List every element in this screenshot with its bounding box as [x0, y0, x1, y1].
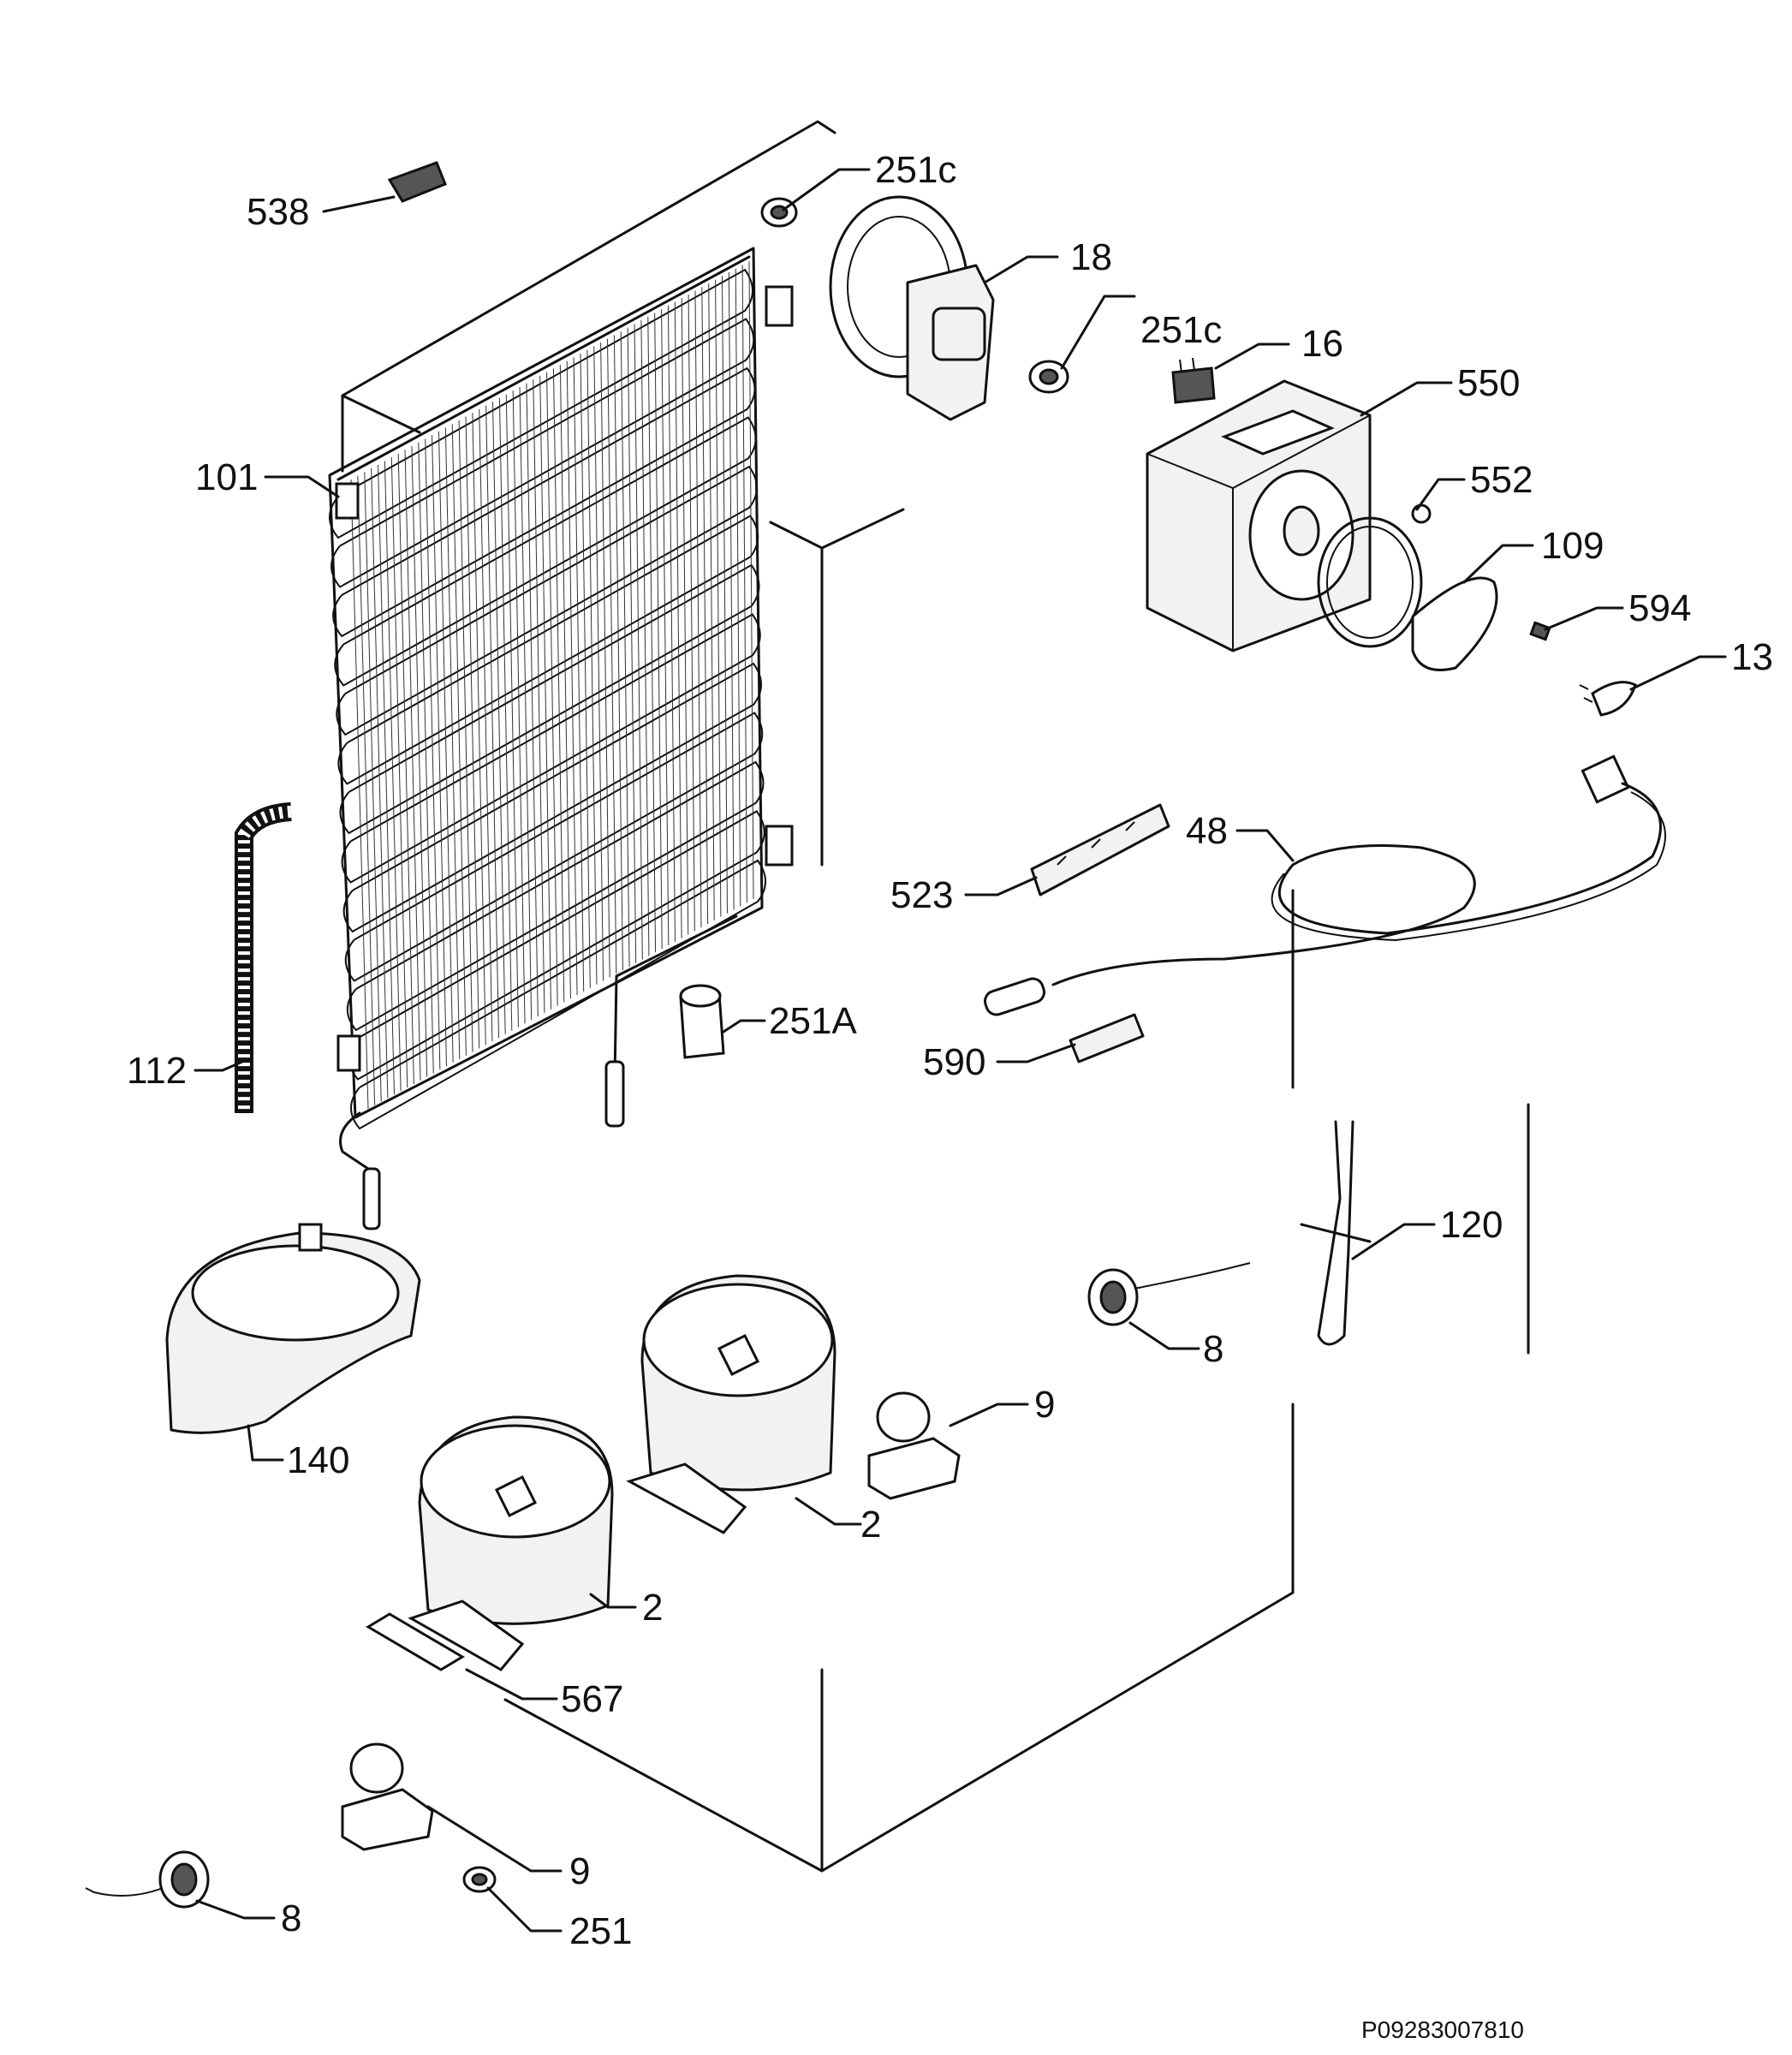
label-590: 590: [923, 1041, 985, 1083]
label-9-left: 9: [569, 1850, 590, 1892]
label-13: 13: [1731, 636, 1773, 678]
label-251A: 251A: [769, 1000, 857, 1042]
sensor-cable-48: [984, 754, 1666, 1016]
label-251c-top: 251c: [875, 149, 956, 191]
label-251: 251: [569, 1910, 632, 1952]
label-2-left: 2: [642, 1587, 663, 1629]
compressor-2-right: [626, 1274, 836, 1534]
part-labels: 538 251c 18 251c 16 550 101 552 109 594 …: [127, 149, 1773, 1952]
bush-251A: [679, 984, 725, 1059]
lamp-housing-550: [1146, 379, 1372, 652]
label-538: 538: [247, 191, 309, 233]
condenser-coil: [328, 247, 794, 1230]
bracket-9-right: [867, 1391, 961, 1500]
label-552: 552: [1470, 459, 1533, 501]
switch-16: [1171, 357, 1216, 404]
leader-lines: [193, 168, 1727, 1933]
fan-motor-18: [829, 195, 995, 421]
compressor-2-left: [408, 1415, 614, 1671]
label-101: 101: [195, 456, 258, 498]
lamp-13: [1579, 681, 1637, 717]
label-18: 18: [1070, 236, 1112, 278]
mounting-plate-567: [366, 1612, 465, 1671]
thermostat-8-left: [85, 1850, 210, 1909]
lamp-cover-109: [1411, 576, 1498, 671]
label-594: 594: [1628, 587, 1691, 629]
label-9-right: 9: [1034, 1384, 1055, 1426]
label-567: 567: [561, 1678, 623, 1720]
clip-538: [387, 161, 447, 203]
label-550: 550: [1457, 362, 1520, 404]
grommet-251c-mid: [1028, 360, 1069, 394]
label-2-right: 2: [860, 1504, 881, 1546]
label-16: 16: [1301, 323, 1343, 365]
label-8-left: 8: [281, 1897, 301, 1939]
drip-tray-140: [165, 1223, 421, 1434]
label-112: 112: [127, 1050, 187, 1092]
drain-hose-112: [235, 802, 292, 1113]
heater-120: [1300, 1120, 1372, 1346]
spacer-594: [1529, 621, 1551, 641]
label-plate-590: [1069, 1013, 1145, 1063]
label-8-right: 8: [1203, 1328, 1223, 1370]
label-48: 48: [1186, 810, 1228, 852]
label-251c-mid: 251c: [1140, 309, 1222, 351]
bracket-9-left: [341, 1742, 434, 1851]
label-109: 109: [1541, 525, 1604, 567]
document-id: P09283007810: [1361, 2016, 1524, 2043]
control-board-523: [1030, 803, 1170, 896]
thermostat-8-right: [1087, 1262, 1251, 1326]
grommet-251: [462, 1866, 497, 1893]
label-523: 523: [890, 874, 953, 916]
label-140: 140: [287, 1439, 349, 1481]
label-120: 120: [1440, 1204, 1503, 1246]
